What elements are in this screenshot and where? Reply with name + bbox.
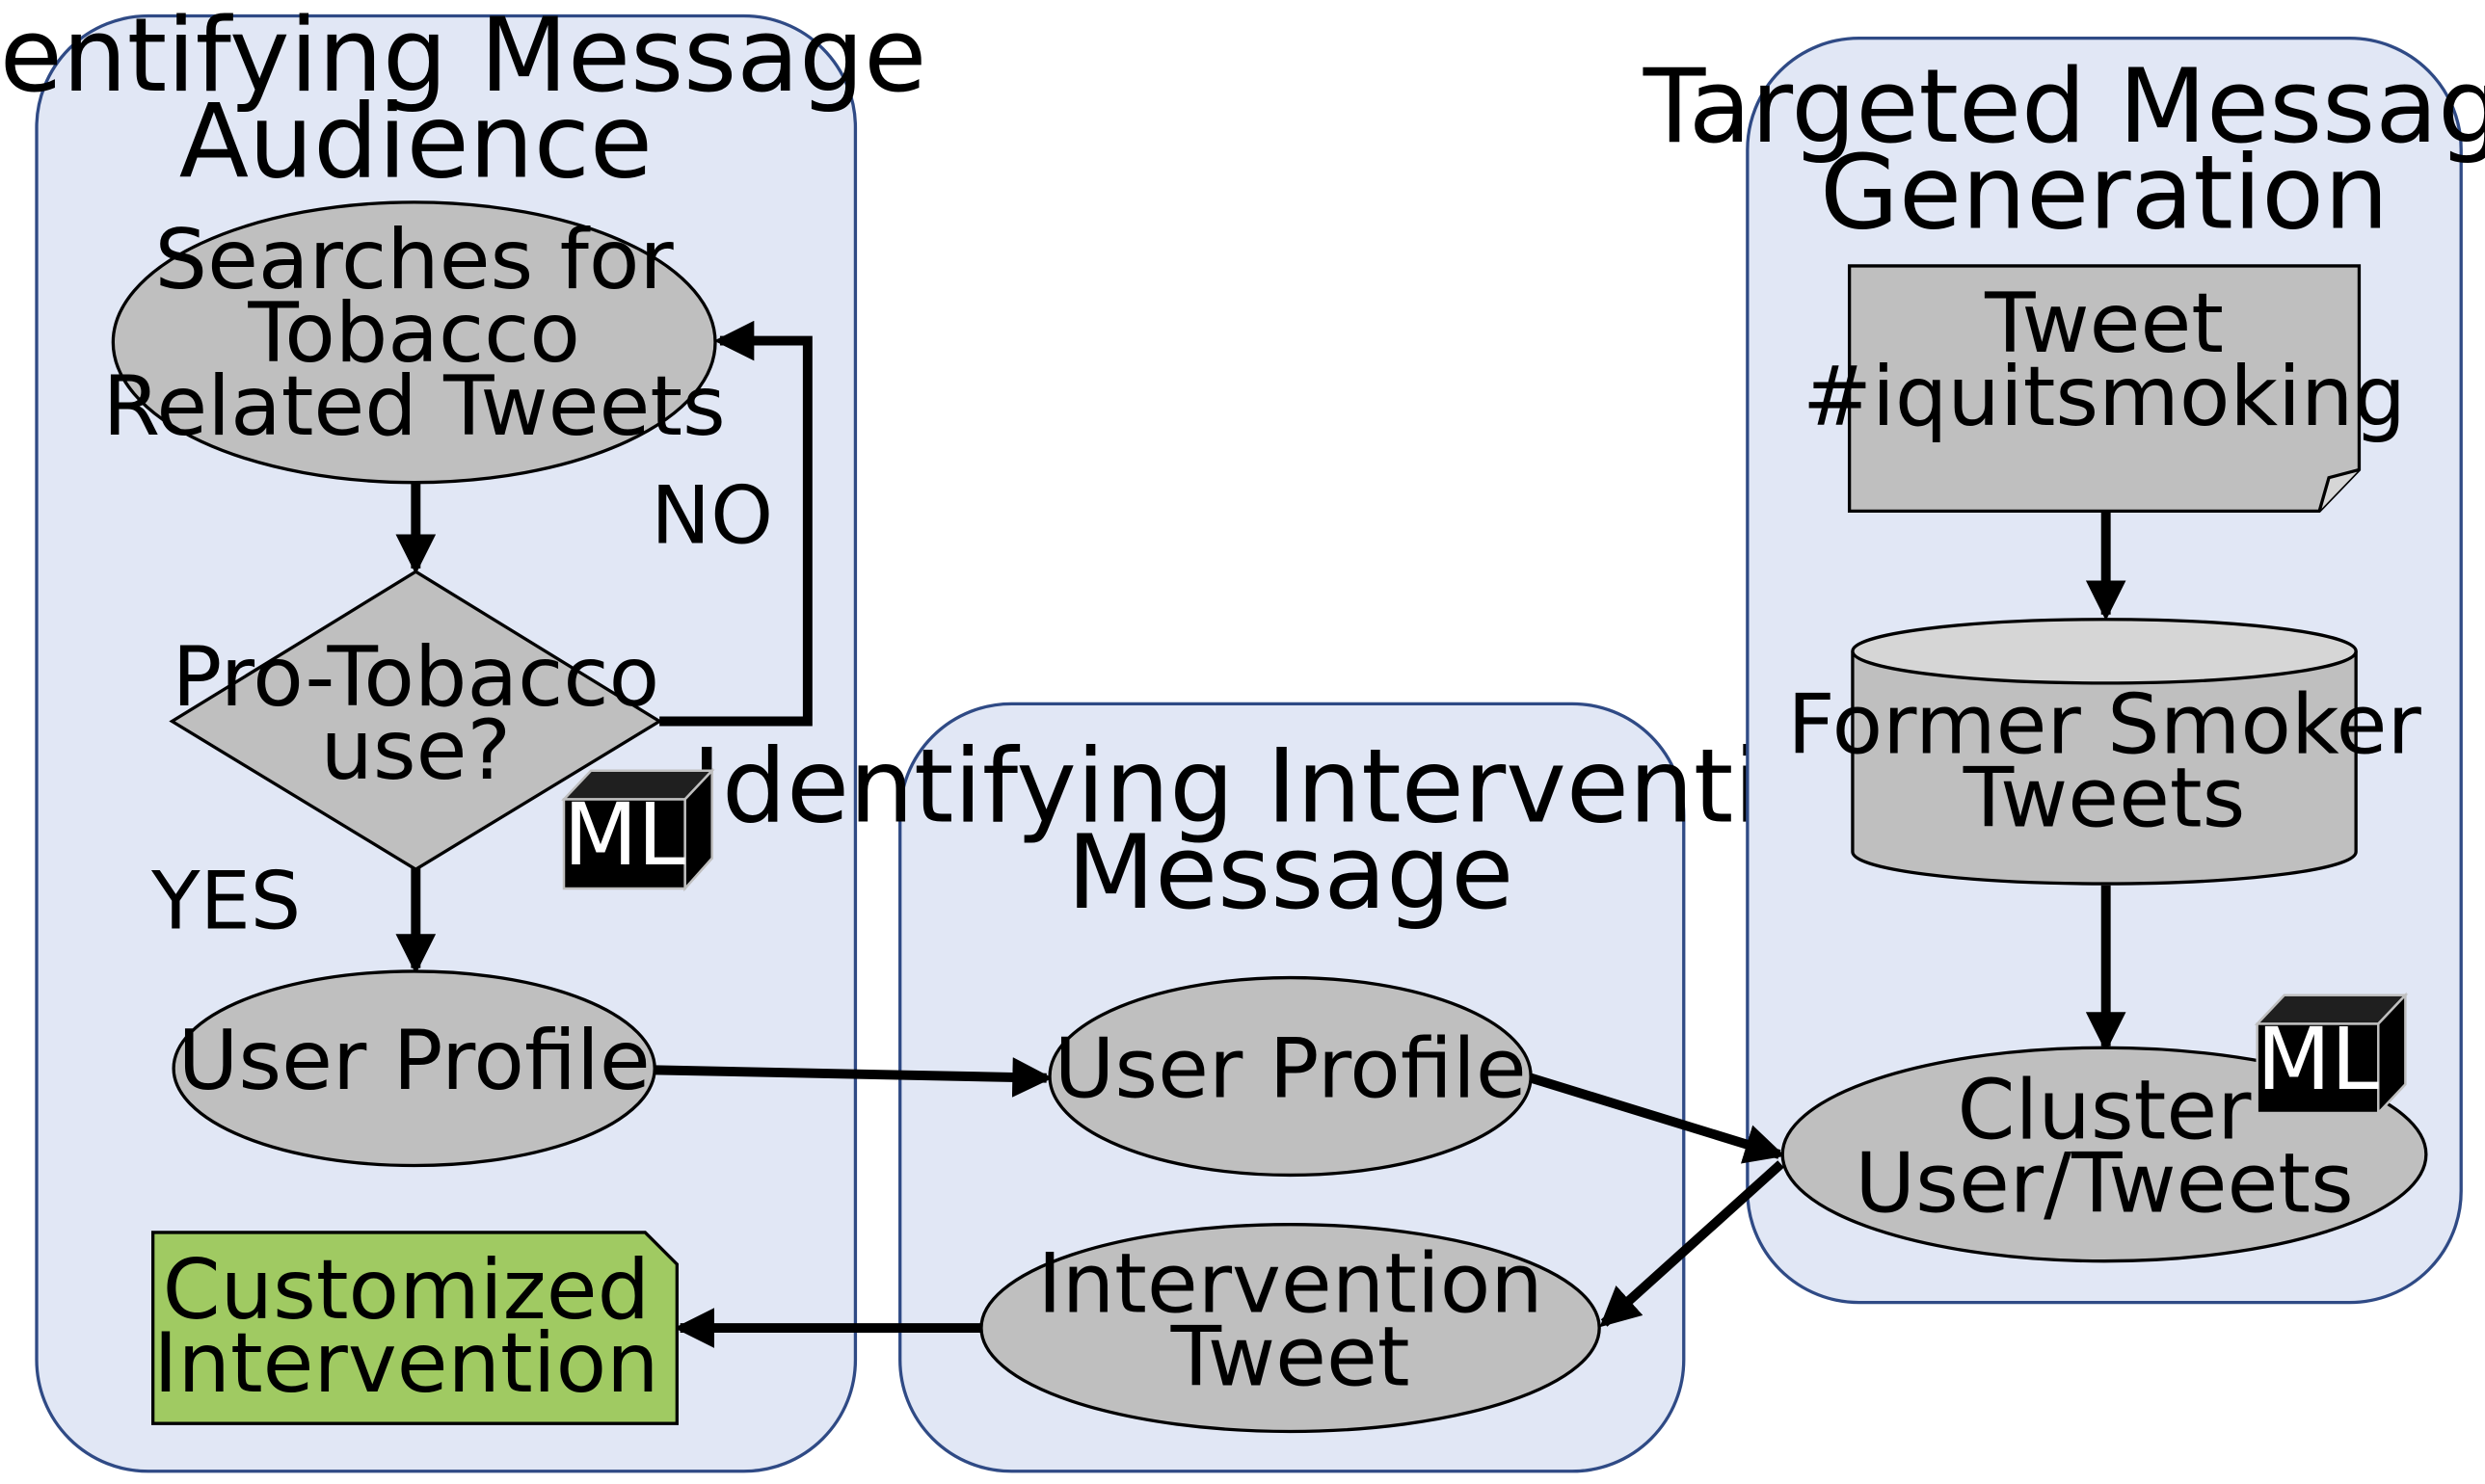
panel-targeted-title-line2: Generation [1820, 133, 2389, 252]
arrow-decision-no-loop [659, 320, 813, 727]
ml-badge-label: ML [2257, 1010, 2379, 1110]
ml-cube-front [2256, 1022, 2380, 1115]
panel-targeted-title-line1: Targeted Message [1643, 47, 2485, 166]
user-profile-left-ellipse [172, 969, 656, 1168]
searches-label-line1: Searches for [155, 212, 675, 308]
user-profile-mid-ellipse [1048, 975, 1533, 1178]
edge-label-no: NO [651, 469, 773, 562]
panel-audience-title-line2: Audience [179, 82, 653, 200]
connectors [395, 320, 2126, 1348]
ml-cube-front [562, 798, 686, 890]
tweet-label-line2: #iquitsmoking [1803, 349, 2406, 445]
decision-label-line2: use? [320, 702, 511, 799]
decision-label-line1: Pro-Tobacco [172, 629, 659, 726]
edge-label-yes: YES [150, 855, 301, 947]
panel-intervention-title-line1: Identifying Intervention [692, 728, 1889, 846]
searches-label-line2: Tobacco [247, 285, 580, 382]
node-intervention-tweet: Intervention Tweet [979, 1223, 1601, 1434]
intervention-tweet-label-line1: Intervention [1037, 1236, 1542, 1333]
former-smoker-cylinder-body [1851, 650, 2358, 886]
arrow-profile-left-to-profile-mid [655, 1057, 1053, 1098]
node-tweet-iquitsmoking: Tweet #iquitsmoking [1803, 264, 2406, 514]
panel-audience-title-line1: Identifying Message [0, 0, 926, 115]
node-searches-tobacco-tweets: Searches for Tobacco Related Tweets [103, 200, 726, 485]
customized-label-line2: Intervention [153, 1315, 658, 1412]
cluster-label-line2: User/Tweets [1855, 1135, 2353, 1232]
former-smoker-label-line1: Former Smoker [1787, 677, 2421, 774]
panel-intervention-title-line2: Message [1067, 813, 1514, 932]
customized-label-line1: Customized [163, 1242, 650, 1338]
intervention-tweet-label-line2: Tweet [1170, 1310, 1410, 1406]
searches-ellipse [111, 200, 717, 485]
intervention-tweet-ellipse [979, 1223, 1601, 1434]
decision-diamond [169, 570, 663, 872]
cluster-label-line1: Cluster [1958, 1062, 2253, 1158]
node-user-profile-left: User Profile [172, 969, 656, 1168]
node-customized-intervention: Customized Intervention [150, 1231, 679, 1425]
ml-cube-icon: ML [2254, 992, 2409, 1117]
former-smoker-label-line2: Tweets [1963, 751, 2246, 847]
ml-badge-label: ML [563, 785, 685, 886]
node-former-smoker-tweets: Former Smoker Tweets [1787, 618, 2421, 886]
node-user-profile-middle: User Profile [1048, 975, 1533, 1178]
ml-cube-icon: ML [561, 767, 715, 892]
arrow-profile-mid-to-cluster [1529, 1073, 1785, 1164]
user-profile-left-label: User Profile [178, 1013, 651, 1109]
searches-label-line3: Related Tweets [103, 358, 726, 455]
user-profile-mid-label: User Profile [1054, 1020, 1526, 1117]
former-smoker-cylinder-top [1851, 618, 2358, 685]
customized-document-shape [150, 1231, 679, 1425]
arrow-cluster-to-intervention-tweet [1599, 1160, 1784, 1328]
tweet-label-line1: Tweet [1984, 276, 2224, 372]
tweet-document-fold [2317, 467, 2360, 512]
node-pro-tobacco-decision: Pro-Tobacco use? [169, 570, 663, 872]
